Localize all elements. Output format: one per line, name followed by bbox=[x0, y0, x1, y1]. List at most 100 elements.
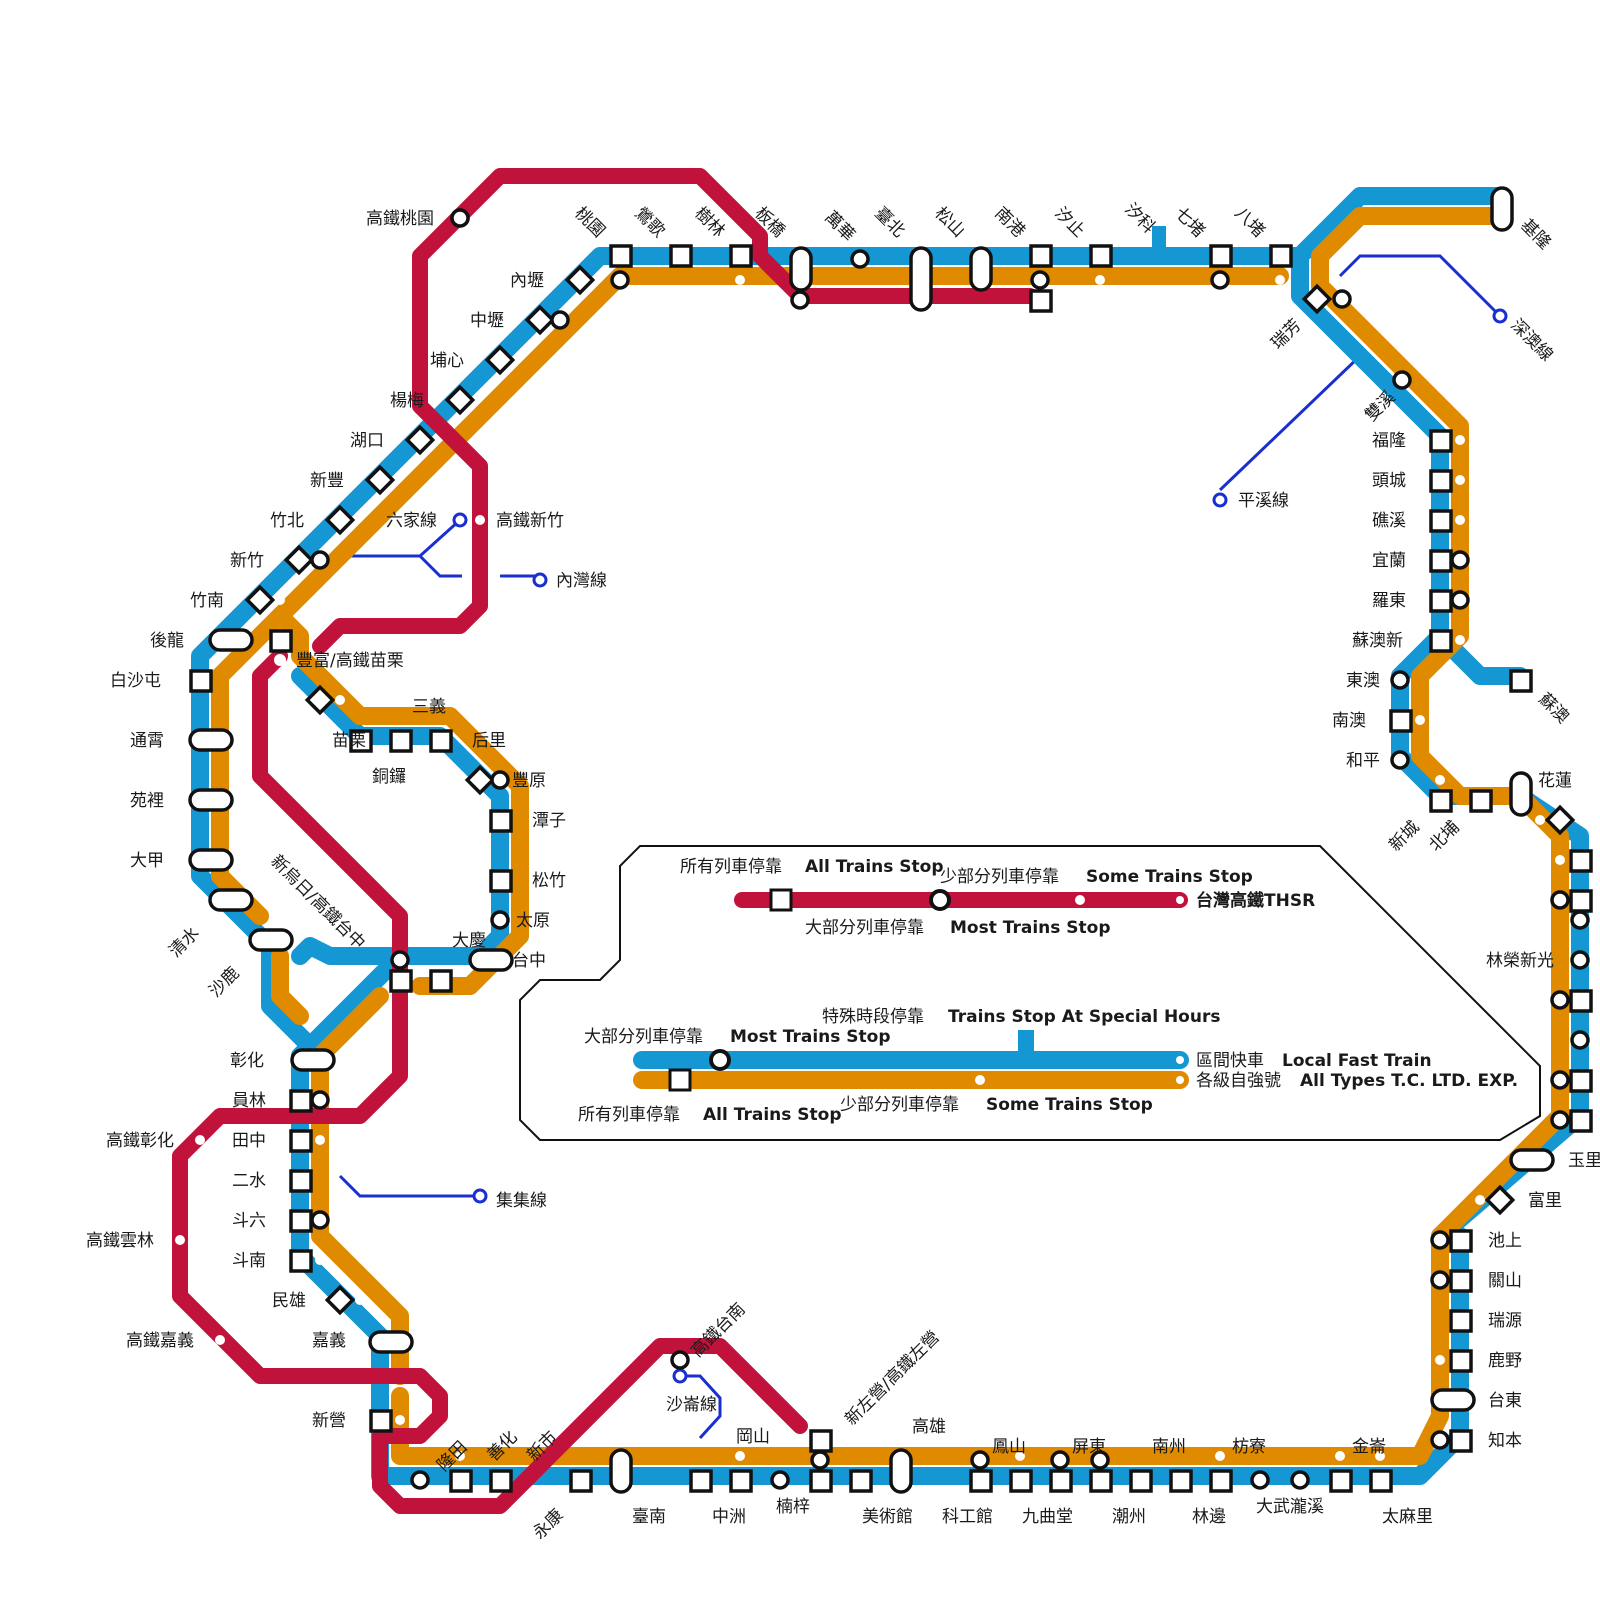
label-jiji: 集集線 bbox=[496, 1191, 547, 1211]
label-houlong: 後龍 bbox=[150, 631, 184, 651]
label-hsinchu: 新竹 bbox=[230, 551, 264, 571]
label-nanzi: 楠梓 bbox=[776, 1497, 810, 1517]
label-qidu: 七堵 bbox=[1170, 203, 1208, 241]
label-jiaoxi: 礁溪 bbox=[1372, 511, 1406, 531]
label-kegongguan: 科工館 bbox=[942, 1507, 993, 1527]
legend-express-en: All Types T.C. LTD. EXP. bbox=[1300, 1071, 1518, 1091]
liujia-neiwan-branch bbox=[338, 518, 540, 578]
label-nanzhou: 南州 bbox=[1152, 1437, 1186, 1457]
legend-local-fast: 區間快車 bbox=[1196, 1051, 1264, 1071]
label-fuli: 富里 bbox=[1528, 1191, 1562, 1211]
label-neili: 內壢 bbox=[510, 271, 544, 291]
label-thsr-zuoying: 新左營/高鐵左營 bbox=[841, 1327, 943, 1429]
label-liujia: 六家線 bbox=[386, 511, 437, 531]
label-keelung: 基隆 bbox=[1516, 215, 1554, 253]
label-pingxi: 平溪線 bbox=[1238, 491, 1289, 511]
legend: 所有列車停靠 All Trains Stop 少部分列車停靠 Some Trai… bbox=[519, 845, 1541, 1141]
label-yangmei: 楊梅 bbox=[390, 391, 424, 411]
legend-thsr-some: 少部分列車停靠 bbox=[940, 867, 1059, 887]
thsr-station-markers bbox=[450, 208, 681, 1361]
label-guanshan: 關山 bbox=[1488, 1271, 1522, 1291]
thsr-some-dots bbox=[274, 654, 286, 666]
label-pingtung: 屏東 bbox=[1072, 1437, 1106, 1457]
label-dongao: 東澳 bbox=[1346, 671, 1380, 691]
label-wanhua: 萬華 bbox=[820, 207, 858, 245]
label-yuanlin: 員林 bbox=[232, 1091, 266, 1111]
label-fulong: 福隆 bbox=[1372, 431, 1406, 451]
label-shalu: 沙鹿 bbox=[205, 963, 243, 1001]
jiji-branch bbox=[338, 1174, 480, 1198]
label-chishang: 池上 bbox=[1488, 1231, 1522, 1251]
label-fengyuan: 豐原 bbox=[512, 771, 546, 791]
label-zhiben: 知本 bbox=[1488, 1431, 1522, 1451]
label-chiayi: 嘉義 bbox=[312, 1331, 346, 1351]
label-puxin: 埔心 bbox=[430, 351, 464, 371]
label-thsr-yunlin: 高鐵雲林 bbox=[86, 1231, 154, 1251]
legend-tra-most-en: Most Trains Stop bbox=[730, 1027, 891, 1047]
label-heping: 和平 bbox=[1346, 751, 1380, 771]
label-dounan: 斗南 bbox=[232, 1251, 266, 1271]
legend-thsr-all-en: All Trains Stop bbox=[805, 857, 944, 877]
jiji-terminal bbox=[472, 1188, 488, 1204]
legend-thsr-most-en: Most Trains Stop bbox=[950, 918, 1111, 938]
label-taichung: 台中 bbox=[512, 951, 546, 971]
label-baishatun: 白沙屯 bbox=[110, 671, 161, 691]
label-tongluo: 銅鑼 bbox=[372, 767, 406, 787]
label-daqing: 大慶 bbox=[452, 931, 486, 951]
legend-tra-most: 大部分列車停靠 bbox=[584, 1027, 703, 1047]
legend-special-en: Trains Stop At Special Hours bbox=[948, 1007, 1220, 1027]
label-xinying: 新營 bbox=[312, 1411, 346, 1431]
label-fengshan: 鳳山 bbox=[992, 1437, 1026, 1457]
label-jiuqutang: 九曲堂 bbox=[1022, 1507, 1073, 1527]
legend-express: 各級自強號 bbox=[1196, 1071, 1281, 1091]
label-qingshui: 清水 bbox=[165, 923, 203, 961]
label-taimali: 太麻里 bbox=[1382, 1507, 1433, 1527]
label-linbian: 林邊 bbox=[1192, 1507, 1226, 1527]
local-fast-line bbox=[191, 187, 1589, 1485]
label-nangang: 南港 bbox=[990, 203, 1028, 241]
legend-tra-some: 少部分列車停靠 bbox=[840, 1095, 959, 1115]
label-neiwan: 內灣線 bbox=[556, 571, 607, 591]
label-houli: 后里 bbox=[472, 731, 506, 751]
label-beipu: 北埔 bbox=[1425, 817, 1463, 855]
label-hualien: 花蓮 bbox=[1538, 771, 1572, 791]
label-chaozhou: 潮州 bbox=[1112, 1507, 1146, 1527]
label-tanzi: 潭子 bbox=[532, 811, 566, 831]
label-gangshan: 岡山 bbox=[736, 1427, 770, 1447]
legend-thsr-name: 台灣高鐵THSR bbox=[1196, 890, 1315, 911]
legend-thsr-some-stop-icon bbox=[1075, 895, 1085, 905]
legend-tra-all-en: All Trains Stop bbox=[703, 1105, 842, 1125]
label-yuanli: 苑裡 bbox=[130, 791, 164, 811]
label-taipei: 臺北 bbox=[870, 203, 908, 241]
label-tongxiao: 通霄 bbox=[130, 731, 164, 751]
legend-thsr-end-icon bbox=[1176, 896, 1184, 904]
label-hukou: 湖口 bbox=[350, 431, 384, 451]
label-jinlun: 金崙 bbox=[1352, 1437, 1386, 1457]
shazun-terminal bbox=[672, 1368, 688, 1384]
legend-local-fast-en: Local Fast Train bbox=[1282, 1051, 1432, 1071]
label-xinfeng: 新豐 bbox=[310, 471, 344, 491]
station-markers bbox=[188, 186, 1593, 1494]
legend-tra-all: 所有列車停靠 bbox=[578, 1105, 680, 1125]
label-tainan: 臺南 bbox=[632, 1507, 666, 1527]
label-suao: 蘇澳 bbox=[1534, 689, 1572, 727]
label-suaoxin: 蘇澳新 bbox=[1352, 631, 1403, 651]
label-taiyuan: 太原 bbox=[516, 911, 550, 931]
label-thsr-taoyuan: 高鐵桃園 bbox=[366, 209, 434, 229]
label-yingge: 鶯歌 bbox=[630, 203, 668, 241]
legend-thsr-all-stop-icon bbox=[769, 888, 793, 912]
label-ruifang: 瑞芳 bbox=[1267, 315, 1305, 353]
label-linrong: 林榮新光 bbox=[1486, 951, 1554, 971]
label-taoyuan: 桃園 bbox=[570, 203, 608, 241]
label-badu: 八堵 bbox=[1230, 203, 1268, 241]
label-miaoli: 苗栗 bbox=[332, 731, 366, 751]
label-toucheng: 頭城 bbox=[1372, 471, 1406, 491]
label-yongkang: 永康 bbox=[529, 1505, 567, 1543]
label-thsr-changhua: 高鐵彰化 bbox=[106, 1131, 174, 1151]
legend-thsr-some-en: Some Trains Stop bbox=[1086, 867, 1253, 887]
label-dajia: 大甲 bbox=[130, 851, 164, 871]
label-shenao: 深澳線 bbox=[1506, 315, 1556, 365]
label-zhongzhou: 中洲 bbox=[712, 1507, 746, 1527]
legend-tra-most-stop-icon bbox=[709, 1049, 731, 1071]
label-minxiong: 民雄 bbox=[272, 1291, 306, 1311]
